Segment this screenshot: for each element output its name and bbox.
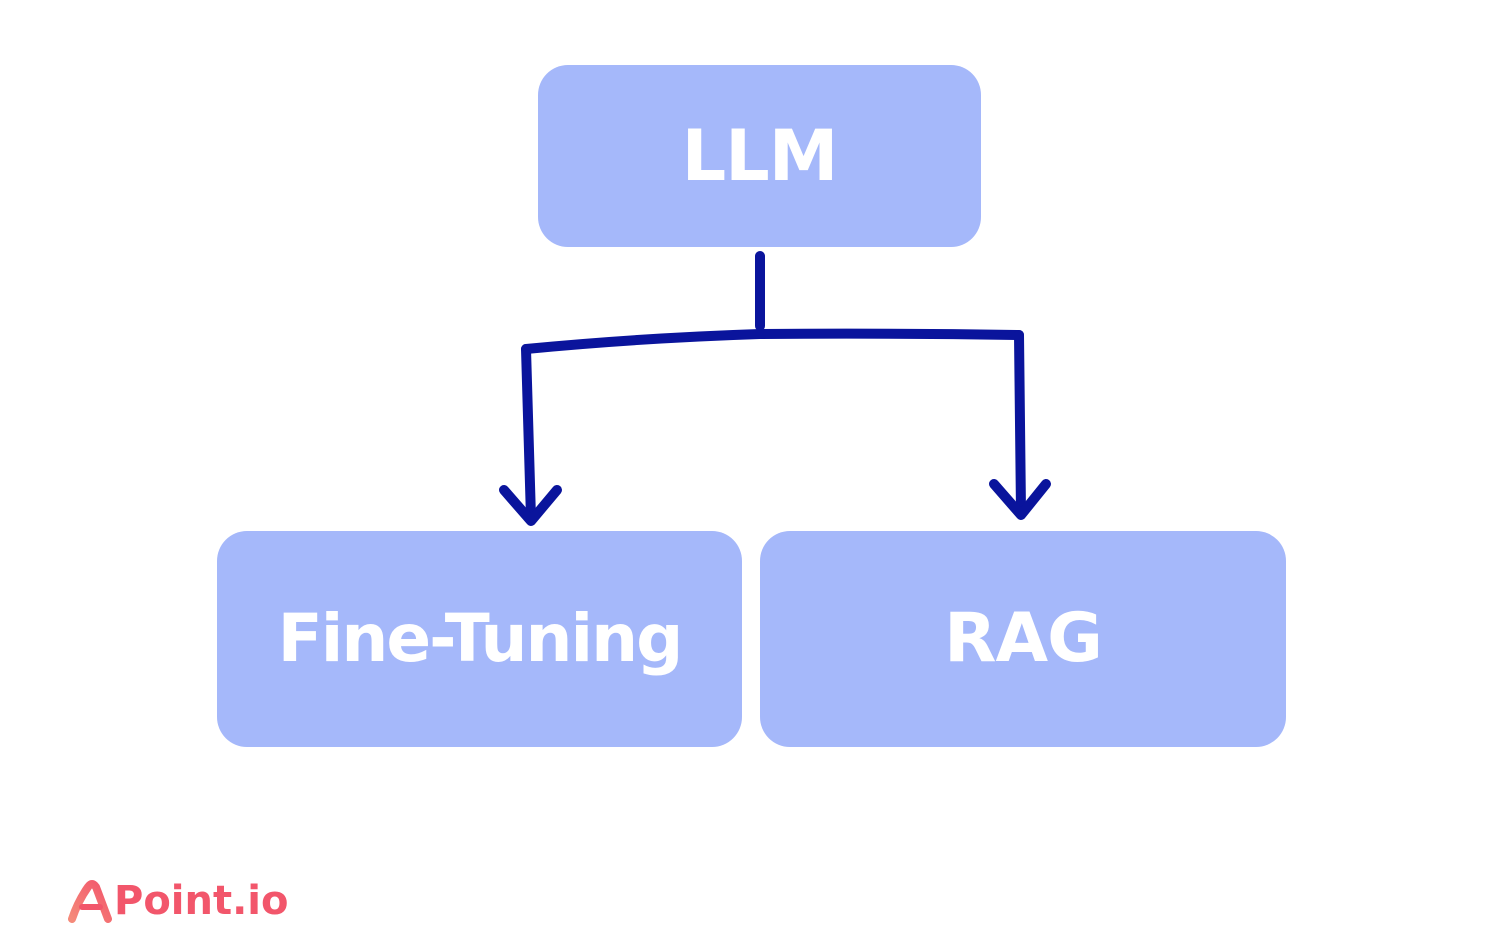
node-rag-label: RAG — [944, 599, 1103, 678]
arrowhead-rag-icon — [989, 479, 1051, 520]
connector-arrow-rag — [1014, 330, 1026, 517]
brand-a-logo-icon — [68, 880, 112, 923]
node-fine-tuning-label: Fine-Tuning — [277, 600, 684, 677]
connector-arrow-fine-tuning — [521, 344, 536, 523]
brand-name: Point.io — [114, 878, 289, 924]
node-rag: RAG — [760, 531, 1286, 747]
node-llm-label: LLM — [681, 115, 839, 197]
node-fine-tuning: Fine-Tuning — [217, 531, 742, 747]
node-llm: LLM — [538, 65, 981, 247]
arrowhead-fine-tuning-icon — [499, 485, 562, 526]
brand-logo: Point.io — [68, 876, 289, 926]
connector-bar — [521, 328, 1024, 354]
